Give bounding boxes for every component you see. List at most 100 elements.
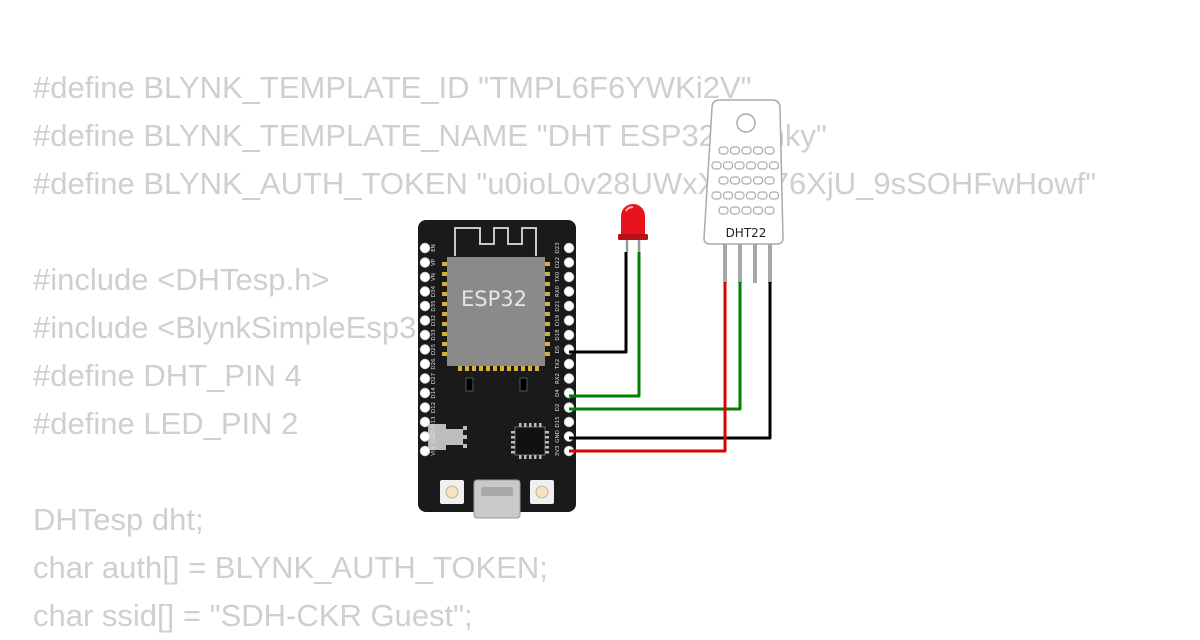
grille-slot bbox=[752, 206, 764, 215]
dht-label: DHT22 bbox=[726, 226, 767, 240]
pin-label: D33 bbox=[431, 329, 437, 341]
pin-label: D23 bbox=[555, 242, 561, 254]
pin-hole[interactable] bbox=[563, 271, 575, 283]
module-pad bbox=[479, 365, 483, 371]
led-highlight bbox=[625, 206, 634, 212]
grille-slot bbox=[711, 161, 722, 170]
grille-slot bbox=[741, 206, 752, 215]
pin-label: GND bbox=[431, 430, 437, 443]
antenna-trace bbox=[454, 227, 537, 256]
module-pad bbox=[544, 262, 550, 266]
pin-hole[interactable] bbox=[563, 358, 575, 370]
chip-pin bbox=[534, 423, 537, 427]
usb-port bbox=[473, 479, 521, 519]
pin-hole[interactable] bbox=[563, 286, 575, 297]
module-pad bbox=[514, 365, 518, 371]
chip-pin bbox=[524, 423, 527, 427]
chip-pin bbox=[511, 451, 515, 454]
module-pad bbox=[544, 312, 550, 316]
pin-label: D5 bbox=[555, 345, 561, 353]
boot-button[interactable] bbox=[440, 480, 464, 504]
grille-slot bbox=[741, 146, 752, 155]
chip-pin bbox=[539, 455, 542, 459]
pin-hole[interactable] bbox=[563, 257, 575, 268]
en-button[interactable] bbox=[530, 480, 554, 504]
pin-hole[interactable] bbox=[419, 373, 431, 384]
voltage-regulator bbox=[428, 424, 467, 450]
grille-slot bbox=[752, 176, 764, 185]
pin-hole[interactable] bbox=[563, 373, 575, 384]
module-pad bbox=[544, 352, 550, 356]
pin-label: D22 bbox=[555, 257, 561, 268]
pin-label: D4 bbox=[555, 389, 561, 397]
grille-slot bbox=[729, 176, 741, 185]
pin-hole[interactable] bbox=[419, 402, 431, 413]
grille-slot bbox=[722, 191, 734, 200]
grille-slot bbox=[752, 146, 764, 155]
pin-hole[interactable] bbox=[419, 315, 431, 326]
module-pad bbox=[442, 342, 448, 346]
red-led[interactable] bbox=[618, 204, 648, 252]
grille-slot bbox=[768, 191, 780, 200]
grille-slot bbox=[757, 161, 768, 170]
chip-pin bbox=[511, 431, 515, 434]
pin-hole[interactable] bbox=[419, 416, 431, 428]
pin-hole[interactable] bbox=[419, 387, 431, 399]
grille-slot bbox=[757, 191, 768, 200]
wire-led-signal bbox=[569, 252, 641, 398]
pin-hole[interactable] bbox=[419, 286, 431, 297]
module-pad bbox=[442, 302, 448, 306]
pin-label: D26 bbox=[431, 358, 437, 370]
grille-slot bbox=[764, 146, 775, 155]
module-pad bbox=[472, 365, 476, 371]
grille-slot bbox=[718, 176, 729, 185]
pin-hole[interactable] bbox=[419, 358, 431, 370]
module-pad bbox=[493, 365, 497, 371]
pin-hole[interactable] bbox=[419, 257, 431, 268]
pin-label: D27 bbox=[431, 372, 437, 384]
wires bbox=[569, 252, 772, 453]
module-pad bbox=[442, 332, 448, 336]
esp32-board[interactable]: ESP32 VINGNDD13D12D14D27D26D25D33D32D35D… bbox=[418, 220, 576, 519]
pin-hole[interactable] bbox=[419, 271, 431, 283]
pin-label: TX2 bbox=[555, 359, 561, 371]
pin-hole[interactable] bbox=[419, 329, 431, 341]
dht22-sensor[interactable]: DHT22 bbox=[703, 99, 784, 283]
pin-label: D25 bbox=[431, 343, 437, 355]
chip-pin bbox=[529, 455, 532, 459]
pin-hole[interactable] bbox=[419, 242, 431, 254]
pin-hole[interactable] bbox=[419, 431, 431, 442]
pin-label: EN bbox=[431, 244, 437, 252]
led-rim bbox=[618, 234, 648, 240]
grille-slot bbox=[718, 146, 729, 155]
module-pad bbox=[544, 272, 550, 276]
grille-slot bbox=[745, 161, 757, 170]
left-pin-header: VINGNDD13D12D14D27D26D25D33D32D35D34VNVP… bbox=[419, 242, 437, 457]
module-pad bbox=[442, 292, 448, 296]
module-pad bbox=[544, 342, 550, 346]
pin-hole[interactable] bbox=[419, 445, 431, 457]
pin-hole[interactable] bbox=[563, 329, 575, 341]
pin-label: D18 bbox=[555, 329, 561, 341]
module-pad bbox=[442, 262, 448, 266]
module-pad bbox=[465, 365, 469, 371]
pin-hole[interactable] bbox=[563, 242, 575, 254]
chip-pin bbox=[545, 446, 549, 449]
pin-label: D14 bbox=[431, 387, 437, 399]
dht-mount-hole bbox=[736, 113, 756, 133]
pin-hole[interactable] bbox=[419, 300, 431, 312]
pin-label: D12 bbox=[431, 402, 437, 413]
pin-label: VP bbox=[431, 258, 437, 266]
code-line: char ssid[] = "SDH-CKR Guest"; bbox=[33, 598, 473, 633]
pin-hole[interactable] bbox=[563, 416, 575, 428]
pin-label: D13 bbox=[431, 416, 437, 428]
esp32-module bbox=[447, 257, 545, 366]
chip-pin bbox=[529, 423, 532, 427]
pin-hole[interactable] bbox=[563, 300, 575, 312]
smd-component bbox=[465, 377, 474, 392]
chip-pin bbox=[511, 446, 515, 449]
module-pads bbox=[442, 262, 550, 371]
pin-hole[interactable] bbox=[419, 344, 431, 355]
pin-hole[interactable] bbox=[563, 315, 575, 326]
